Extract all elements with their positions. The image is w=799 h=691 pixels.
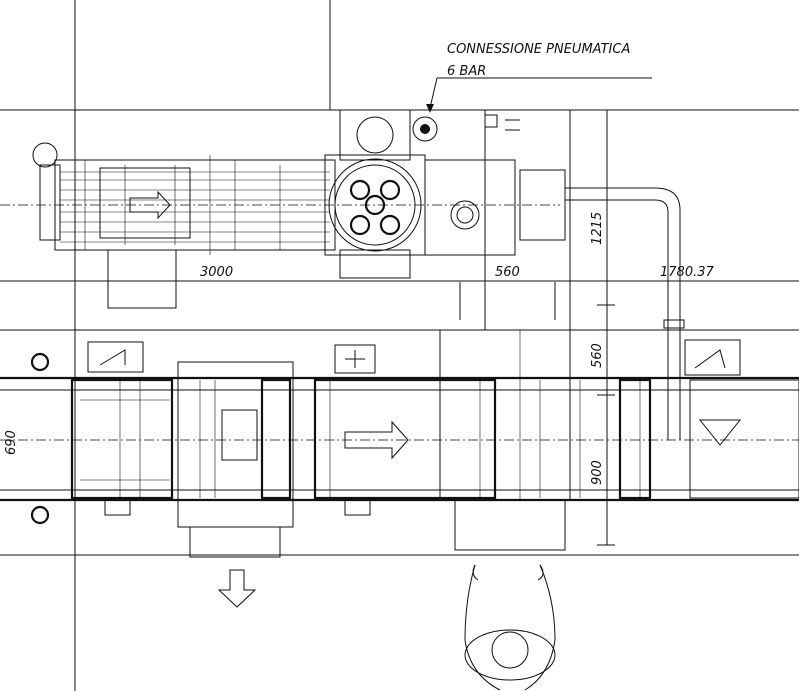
dim-1215: 1215 — [590, 212, 605, 245]
dim-690: 690 — [4, 430, 19, 455]
dim-900: 900 — [590, 460, 605, 485]
dim-1780-37: 1780.37 — [660, 265, 714, 280]
dim-560-vertical: 560 — [590, 343, 605, 368]
operator-icon — [464, 564, 556, 691]
conveyor-line — [0, 329, 799, 558]
annotation-title: CONNESSIONE PNEUMATICA — [447, 42, 630, 57]
top-machine — [32, 109, 571, 331]
dim-560-horizontal: 560 — [495, 265, 520, 280]
dimension-lines — [459, 109, 615, 546]
pneumatic-pipe — [565, 187, 685, 440]
output-arrow-icon — [217, 569, 257, 608]
dim-3000: 3000 — [200, 265, 233, 280]
annotation-subtitle: 6 BAR — [447, 64, 486, 79]
pneumatic-leader — [412, 77, 652, 142]
